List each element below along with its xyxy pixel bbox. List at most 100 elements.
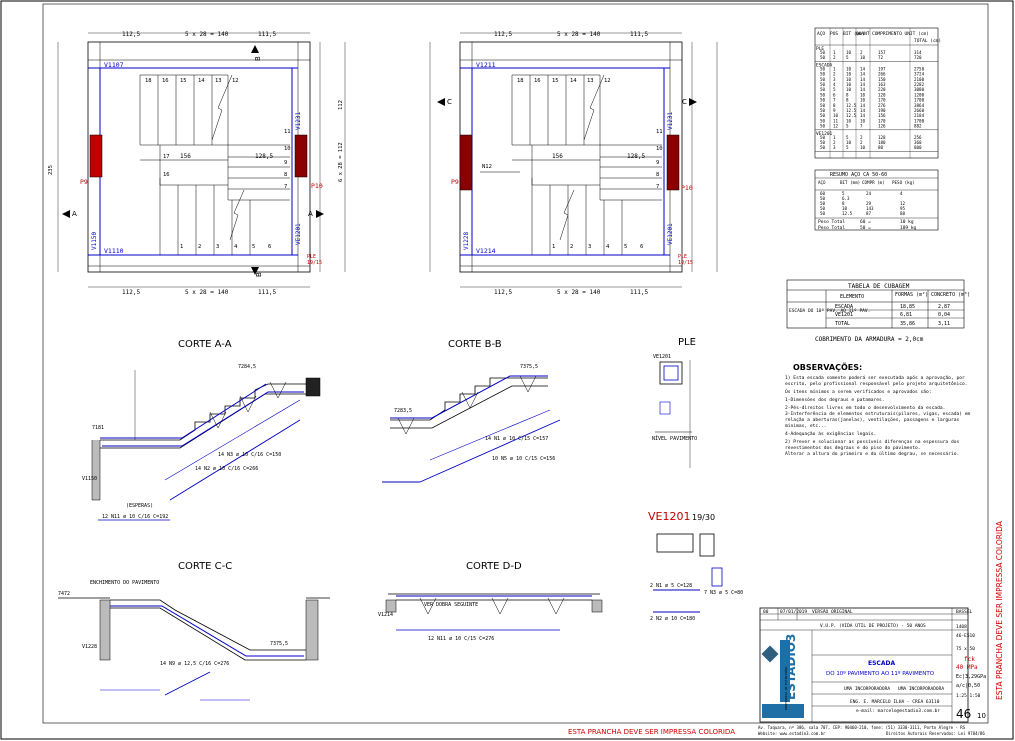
right-bottom-dim-2: 5 x 28 = 140 bbox=[557, 289, 601, 296]
steel-cell: 10 bbox=[846, 66, 852, 71]
steel-cell: 360 bbox=[914, 140, 922, 145]
steel-cell: 1700 bbox=[914, 118, 925, 123]
steel-cell: 256 bbox=[914, 135, 922, 140]
section-cc-drawing bbox=[58, 597, 330, 701]
left-bottom-dim-2: 5 x 28 = 140 bbox=[185, 289, 229, 296]
cc-beam: V1228 bbox=[82, 644, 97, 650]
svg-text:4-Adequação às exigências lega: 4-Adequação às exigências legais. bbox=[785, 430, 876, 437]
svg-text:mínimas, etc...: mínimas, etc... bbox=[785, 422, 827, 429]
svg-text:18: 18 bbox=[145, 78, 152, 84]
svg-text:6: 6 bbox=[640, 244, 643, 250]
pillar-p9-left bbox=[89, 134, 103, 178]
left-side-dim-1: 235 bbox=[48, 165, 54, 175]
observations-lines: 1) Esta escada somente poderá ser execut… bbox=[785, 374, 971, 457]
right-bottom-dim-3: 111,5 bbox=[630, 289, 648, 296]
steel-cell: 14 bbox=[860, 77, 866, 82]
steel-cell: 1 bbox=[833, 50, 836, 55]
steel-cell: 7 bbox=[860, 124, 863, 129]
right-landing-dim: 156 bbox=[552, 153, 563, 160]
beam-label-v1231-right: V1231 bbox=[667, 112, 674, 130]
steel-cell: 50 bbox=[820, 72, 826, 77]
aa-bar2: 14 N3 ø 10 C/16 C=150 bbox=[218, 452, 281, 458]
svg-text:2-Pés-direitos livres em todo: 2-Pés-direitos livres em todo o desenvol… bbox=[785, 404, 945, 411]
tb-company-sub: ENGENHARIA DE ESTRUTURAS bbox=[784, 666, 788, 710]
svg-text:11: 11 bbox=[284, 129, 291, 135]
right-ple-sub: 19/15 bbox=[678, 260, 693, 266]
beam-label-v1214: V1214 bbox=[476, 247, 496, 255]
svg-text:revestimentos dos degraus e do: revestimentos dos degraus e do piso do p… bbox=[785, 445, 921, 451]
steel-cell: 157 bbox=[878, 50, 886, 55]
tb-scale: 1:25 1:50 bbox=[956, 693, 981, 699]
tb-fck: 40 MPa bbox=[956, 664, 978, 671]
section-c-right: C bbox=[682, 98, 687, 106]
steel-cell: 8 bbox=[846, 98, 849, 103]
summary-header: AÇO bbox=[818, 180, 826, 185]
steel-cell: 8 bbox=[846, 92, 849, 97]
tb-owner1: UMA INCORPORADORA bbox=[844, 686, 890, 692]
steel-cell: 1 bbox=[833, 135, 836, 140]
svg-text:12: 12 bbox=[232, 78, 239, 84]
svg-text:14: 14 bbox=[570, 78, 577, 84]
summary-cell: 8 bbox=[842, 201, 845, 206]
svg-text:ESCADA: ESCADA bbox=[835, 304, 853, 310]
steel-cell: 14 bbox=[860, 103, 866, 108]
summary-cell: 87 bbox=[866, 211, 872, 216]
svg-text:2: 2 bbox=[198, 244, 201, 250]
svg-text:7: 7 bbox=[284, 184, 287, 190]
steel-group-name: PLE bbox=[816, 46, 824, 52]
steel-cell: 10 bbox=[846, 140, 852, 145]
steel-group-name: ESCADA bbox=[816, 62, 833, 68]
svg-text:Os itens mínimos a serem verif: Os itens mínimos a serem verificados e a… bbox=[785, 388, 932, 395]
print-note: ESTA PRANCHA DEVE SER IMPRESSA COLORIDA bbox=[568, 728, 735, 736]
steel-cell: 10 bbox=[846, 118, 852, 123]
beam-label-v1231: V1231 bbox=[295, 112, 302, 130]
landing-dim-2: 128,5 bbox=[255, 153, 273, 160]
pillar-p10-right-label: P10 bbox=[681, 184, 693, 192]
svg-text:0,04: 0,04 bbox=[938, 312, 950, 318]
steel-cell: 50 bbox=[820, 87, 826, 92]
steel-cell: 10 bbox=[846, 77, 852, 82]
steel-cell: 10 bbox=[846, 87, 852, 92]
cc-bar: 14 N9 ø 12,5 C/16 C=276 bbox=[160, 661, 229, 667]
steel-cell: 10 bbox=[860, 55, 866, 60]
steel-cell: 12.5 bbox=[846, 108, 857, 113]
tb-rev-desc: VERSÃO ORIGINAL bbox=[812, 608, 853, 615]
svg-text:35,86: 35,86 bbox=[900, 321, 915, 327]
steel-cell: 266 bbox=[878, 72, 886, 77]
steel-cell: 720 bbox=[914, 55, 922, 60]
pillar-p9-label: P9 bbox=[80, 178, 88, 186]
section-title-bb: CORTE B-B bbox=[448, 339, 502, 350]
section-a-left: A bbox=[72, 210, 77, 218]
svg-text:11: 11 bbox=[656, 129, 663, 135]
ve-bar-3: 7 N3 ø 5 C=80 bbox=[704, 590, 743, 596]
steel-cell: 50 bbox=[820, 145, 826, 150]
left-bottom-dim-1: 112,5 bbox=[122, 289, 140, 296]
steel-cell: 120 bbox=[878, 92, 886, 97]
steel-cell: 14 bbox=[860, 113, 866, 118]
beam-label-v1107: V1107 bbox=[104, 61, 124, 69]
steel-cell: 2660 bbox=[914, 108, 925, 113]
left-side-dim-3: 6 x 28 = 112 bbox=[338, 142, 344, 182]
tb-sheet-total: 10 bbox=[977, 712, 986, 720]
summary-cell: 60 bbox=[820, 191, 826, 196]
tb-engineer: ENG. E. MARCELO ILHA - CREA 63110 bbox=[850, 699, 940, 705]
ple-note: NÍVEL PAVIMENTO bbox=[652, 434, 697, 442]
ple-beam: VE1201 bbox=[653, 354, 671, 360]
cubagem-h1: ELEMENTO bbox=[840, 294, 864, 300]
tb-date: 07/01/2019 bbox=[780, 609, 807, 615]
aa-level: 7284,5 bbox=[238, 364, 256, 370]
steel-cell: 10 bbox=[846, 50, 852, 55]
beam-label-ve1201: VE1201 bbox=[295, 223, 302, 245]
cc-level: 7472 bbox=[58, 591, 70, 597]
summary-cell: 12 bbox=[900, 201, 906, 206]
tb-owner2: UMA INCORPORADORA bbox=[898, 686, 944, 692]
cc-fill: ENCHIMENTO DO PAVIMENTO bbox=[90, 580, 159, 586]
steel-cell: 163 bbox=[878, 82, 886, 87]
svg-text:2) Prever e solucionar as poss: 2) Prever e solucionar as possíveis dife… bbox=[785, 438, 959, 445]
steel-cell: 276 bbox=[878, 103, 886, 108]
summary-header: COMPR (m) bbox=[862, 180, 885, 185]
svg-text:VE1201: VE1201 bbox=[835, 312, 853, 318]
summary-cell: 88 bbox=[900, 211, 906, 216]
tb-ec: Ec|3,29GPa bbox=[956, 674, 986, 680]
steel-cell: 14 bbox=[860, 108, 866, 113]
